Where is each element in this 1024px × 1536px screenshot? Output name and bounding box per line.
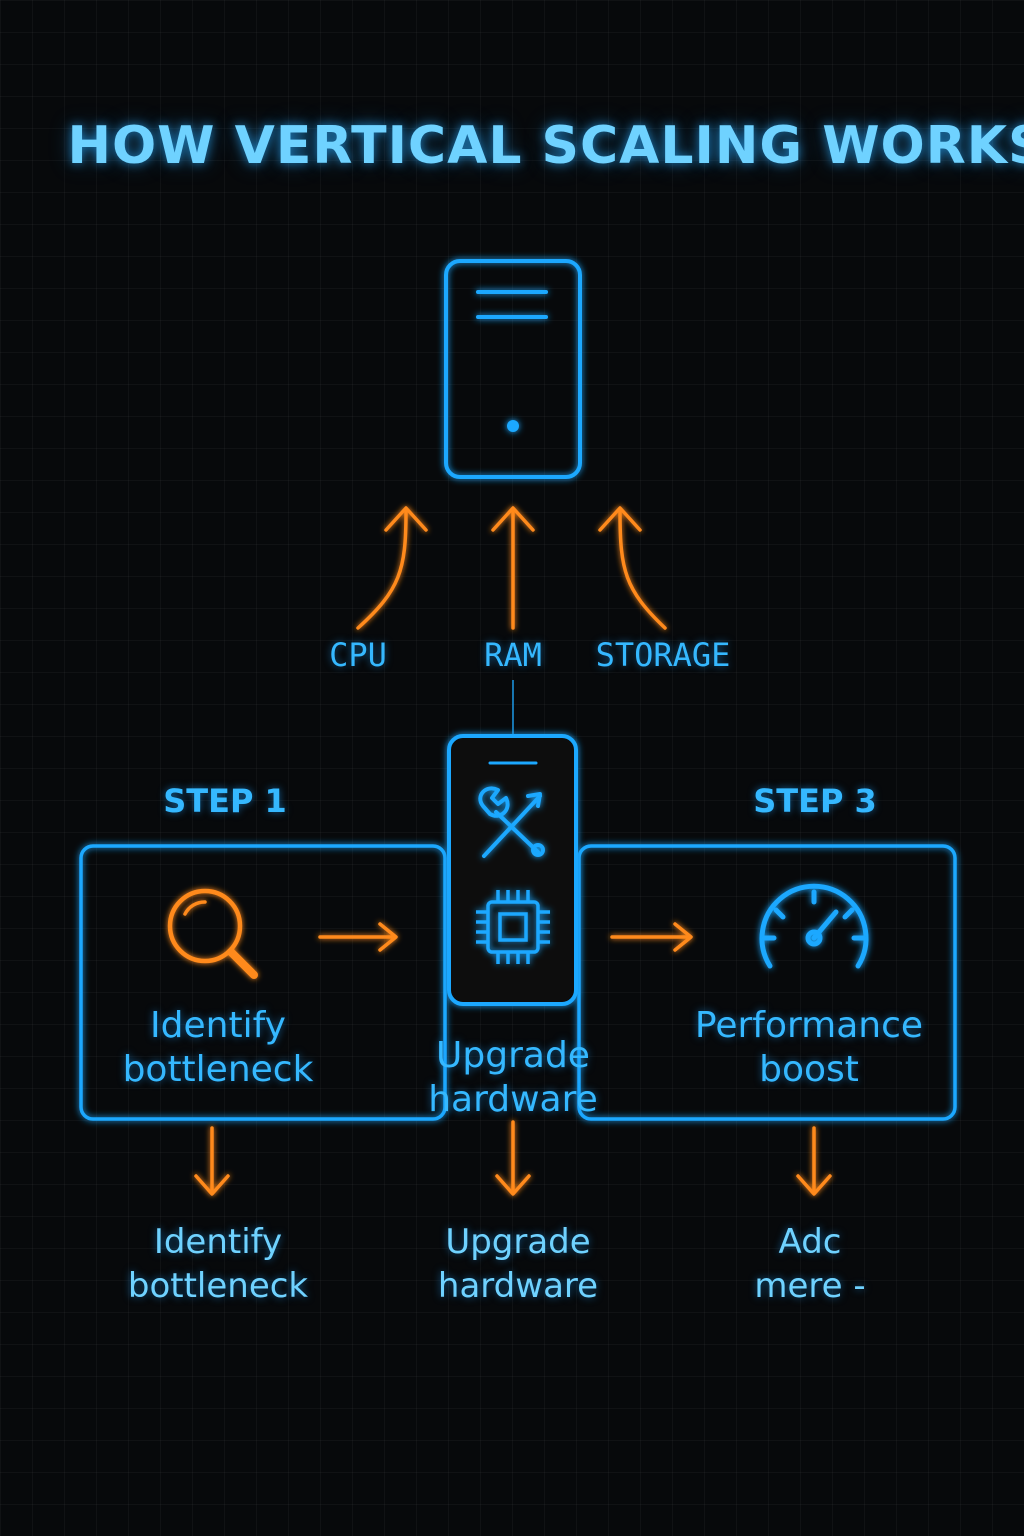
server-icon: [444, 259, 582, 479]
step3-label: STEP 3: [753, 782, 877, 820]
magnifier-icon: [167, 888, 258, 979]
ram-arrow-head: [491, 506, 535, 532]
bottom-note-3: Adc mere -: [660, 1220, 960, 1308]
bottom-note-2: Upgrade hardware: [368, 1220, 668, 1308]
resource-arrows: [356, 506, 667, 630]
step2-text-line2: hardware: [428, 1079, 598, 1120]
step1-label: STEP 1: [163, 782, 287, 820]
step1-box: [79, 844, 447, 1121]
step3-text-line2: boost: [759, 1049, 859, 1090]
page-title: HOW VERTICAL SCALING WORKS: [67, 116, 1024, 176]
step3-box: [577, 844, 957, 1121]
bottom-note-1-line1: Identify: [153, 1222, 283, 1262]
bottom-note-1: Identify bottleneck: [68, 1220, 368, 1308]
hardware-device: [447, 734, 578, 1006]
cpu-arrow-head: [384, 506, 428, 532]
step1-text: Identify bottleneck: [68, 1004, 368, 1092]
storage-arrow: [618, 510, 667, 630]
storage-arrow-head: [598, 506, 642, 532]
resource-label-storage: STORAGE: [595, 636, 731, 674]
bottom-note-2-line2: hardware: [437, 1266, 599, 1306]
resource-label-cpu: CPU: [329, 636, 387, 674]
bottom-note-3-line2: mere -: [754, 1266, 866, 1306]
step3-text-line1: Performance: [694, 1005, 924, 1046]
step2-text-line1: Upgrade: [436, 1035, 590, 1076]
step1-text-line2: bottleneck: [122, 1049, 314, 1090]
step2-text: Upgrade hardware: [363, 1034, 663, 1122]
flow-arrows: [318, 922, 693, 952]
speedometer-icon: [759, 883, 869, 969]
tools-icon: [478, 786, 545, 858]
resource-label-ram: RAM: [484, 636, 542, 674]
cpu-arrow: [356, 510, 408, 630]
step1-text-line1: Identify: [150, 1005, 286, 1046]
down-arrows: [194, 1120, 832, 1196]
bottom-note-1-line2: bottleneck: [127, 1266, 309, 1306]
bottom-note-2-line1: Upgrade: [445, 1222, 591, 1262]
step3-text: Performance boost: [659, 1004, 959, 1092]
bottom-note-3-line1: Adc: [778, 1222, 842, 1262]
chip-icon: [476, 890, 550, 964]
